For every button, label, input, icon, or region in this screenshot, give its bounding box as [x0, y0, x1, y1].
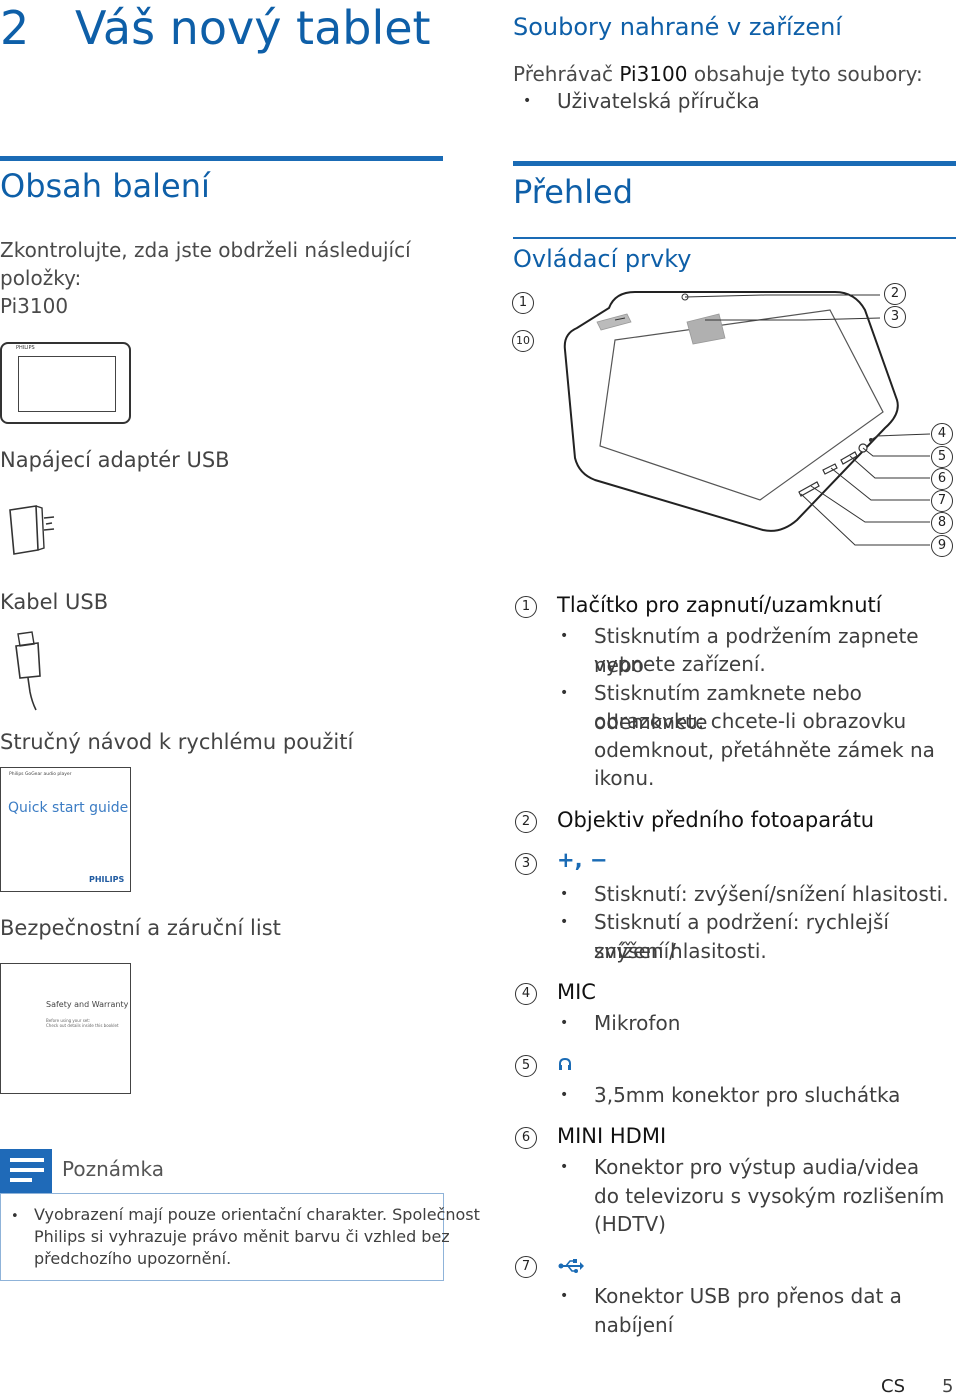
safety-line1: Before using your set:	[46, 1018, 91, 1023]
item-5-bullet-1: 3,5mm konektor pro sluchátka	[560, 1081, 900, 1110]
item-7-bullet-1: Konektor USB pro přenos dat a	[560, 1282, 902, 1311]
item-6-bullet-1-cont2: (HDTV)	[594, 1212, 666, 1236]
usb-adapter-image	[9, 505, 55, 555]
note-line2: Philips si vyhrazuje právo měnit barvu č…	[34, 1227, 450, 1246]
box-intro-line2: položky:	[0, 266, 82, 290]
item-1-bullet-2: Stisknutím zamknete nebo odemknete	[560, 679, 960, 737]
item-1-title: Tlačítko pro zapnutí/uzamknutí	[557, 593, 882, 617]
headphone-icon	[559, 1057, 571, 1070]
tablet-brand: PHILIPS	[16, 345, 35, 351]
chapter-number: 2	[0, 1, 30, 55]
tablet-screen	[18, 356, 116, 412]
cable-label: Kabel USB	[0, 590, 109, 614]
item-6-bullet-1-cont1: do televizoru s vysokým rozlišením	[594, 1184, 945, 1208]
item-1-bullet-1-cont: vypnete zařízení.	[594, 652, 766, 676]
files-item: Uživatelská příručka	[523, 87, 760, 116]
overview-heading: Přehled	[513, 173, 634, 211]
callout-4: 4	[931, 423, 953, 445]
safety-booklet-image: Safety and Warranty Before using your se…	[0, 963, 131, 1094]
item-1-bullet-2-cont1: obrazovku: chcete-li obrazovku	[594, 709, 907, 733]
note-title: Poznámka	[62, 1157, 164, 1181]
qsg-small-text: Philips GoGear audio player	[9, 772, 72, 777]
item-6-bullet-1: Konektor pro výstup audia/videa	[560, 1153, 919, 1182]
item-6-number: 6	[515, 1127, 537, 1149]
usb-cable-image	[15, 631, 41, 711]
item-6-title: MINI HDMI	[557, 1124, 667, 1148]
item-1-bullet-1: Stisknutím a podržením zapnete nebo	[560, 622, 960, 680]
item-1-bullet-2-cont3: ikonu.	[594, 766, 655, 790]
callout-2: 2	[884, 283, 906, 305]
item-5-number: 5	[515, 1055, 537, 1077]
item-7-number: 7	[515, 1256, 537, 1278]
section-rule-left	[0, 156, 443, 161]
item-4-number: 4	[515, 983, 537, 1005]
qsg-brand: PHILIPS	[89, 875, 125, 884]
item-3-title: +, −	[557, 848, 608, 872]
qsg-booklet-image: Philips GoGear audio player Quick start …	[0, 767, 131, 892]
note-line3: předchozího upozornění.	[34, 1249, 232, 1268]
item-1-number: 1	[515, 596, 537, 618]
files-intro-model: Pi3100	[619, 62, 688, 86]
files-heading: Soubory nahrané v zařízení	[513, 13, 842, 41]
item-4-title: MIC	[557, 980, 596, 1004]
item-3-number: 3	[515, 853, 537, 875]
box-intro-line1: Zkontrolujte, zda jste obdrželi následuj…	[0, 238, 411, 262]
usb-icon	[558, 1259, 584, 1273]
qsg-title: Quick start guide	[8, 800, 129, 816]
item-1-bullet-2-cont2: odemknout, přetáhněte zámek na	[594, 738, 935, 762]
item-3-bullet-1: Stisknutí: zvýšení/snížení hlasitosti.	[560, 880, 949, 909]
item-2-title: Objektiv předního fotoaparátu	[557, 808, 875, 832]
item-2-number: 2	[515, 811, 537, 833]
box-heading: Obsah balení	[0, 167, 210, 205]
footer-page-number: 5	[942, 1376, 954, 1397]
item-4-bullet-1: Mikrofon	[560, 1009, 681, 1038]
controls-heading: Ovládací prvky	[513, 245, 692, 273]
section-rule-right	[513, 161, 956, 166]
box-model: Pi3100	[0, 294, 69, 318]
note-box	[0, 1193, 444, 1281]
note-line1: Vyobrazení mají pouze orientační charakt…	[34, 1205, 480, 1224]
safety-line2: Check out details inside this booklet	[46, 1023, 119, 1028]
item-3-bullet-2-cont: snížení hlasitosti.	[594, 939, 767, 963]
files-intro-prefix: Přehrávač	[513, 62, 620, 86]
qsg-label: Stručný návod k rychlému použití	[0, 730, 354, 754]
callout-8: 8	[931, 512, 953, 534]
callout-5: 5	[931, 446, 953, 468]
tablet-diagram	[563, 291, 931, 546]
callout-3: 3	[884, 306, 906, 328]
safety-label: Bezpečnostní a záruční list	[0, 916, 281, 940]
files-intro: Přehrávač Pi3100 obsahuje tyto soubory:	[513, 60, 923, 88]
callout-10: 10	[512, 330, 534, 352]
chapter-title: Váš nový tablet	[75, 1, 431, 55]
callout-1: 1	[512, 292, 534, 314]
controls-rule	[513, 237, 956, 239]
note-bullet: •	[11, 1209, 19, 1224]
safety-title: Safety and Warranty	[46, 1000, 129, 1009]
files-intro-suffix: obsahuje tyto soubory:	[687, 62, 923, 86]
item-7-bullet-1-cont: nabíjení	[594, 1313, 674, 1337]
footer-lang: CS	[881, 1376, 905, 1397]
tablet-image: PHILIPS	[0, 342, 131, 424]
callout-7: 7	[931, 490, 953, 512]
callout-9: 9	[931, 535, 953, 557]
note-icon	[0, 1149, 52, 1194]
callout-6: 6	[931, 468, 953, 490]
item-3-bullet-2: Stisknutí a podržení: rychlejší zvýšení/	[560, 908, 960, 966]
adapter-label: Napájecí adaptér USB	[0, 448, 230, 472]
